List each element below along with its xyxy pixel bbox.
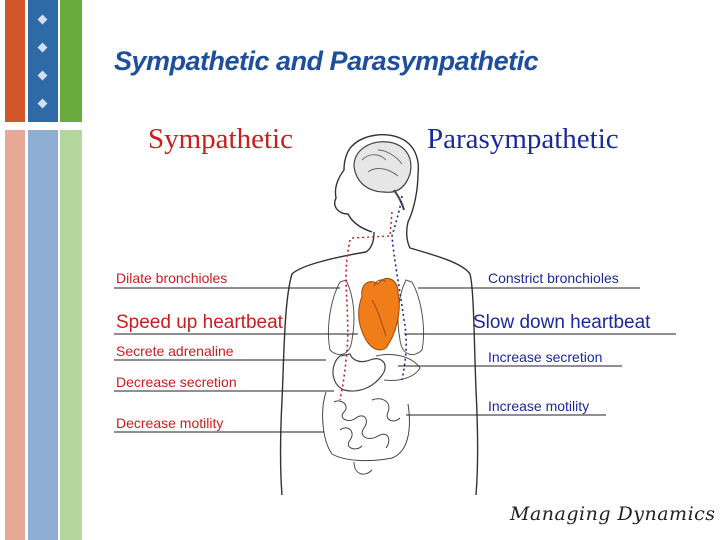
decor-stripe-orange [5,0,25,122]
slide-title: Sympathetic and Parasympathetic [114,46,539,76]
brand-logo-text: Managing Dynamics [510,503,716,525]
leader-lines [114,287,676,433]
heart-shape [358,277,400,351]
sympathetic-title: Sympathetic [148,123,293,155]
body-outline-left [279,231,375,496]
stomach [332,353,386,392]
label-constrict-bronchioles: Constrict bronchioles [488,270,619,286]
parasympathetic-title: Parasympathetic [427,123,619,155]
lung-left [327,279,355,356]
decor-stripe-green [60,0,82,122]
label-dilate-bronchioles: Dilate bronchioles [116,270,228,286]
decor-stripe-lightblue [28,130,58,540]
label-decrease-motility: Decrease motility [116,415,224,431]
brainstem [393,189,405,211]
label-slow-down-heartbeat: Slow down heartbeat [473,312,651,333]
intestines [322,391,410,475]
label-increase-motility: Increase motility [488,398,590,414]
parasympathetic-nerve-path [391,195,407,381]
body-outline [334,134,479,496]
label-secrete-adrenaline: Secrete adrenaline [116,343,234,359]
label-increase-secretion: Increase secretion [488,349,603,365]
decor-stripe-lightgreen [60,130,82,540]
lung-right [397,279,425,356]
label-speed-up-heartbeat: Speed up heartbeat [116,312,283,333]
brain-shape [353,141,412,193]
decor-stripe-pink [5,130,25,540]
label-decrease-secretion: Decrease secretion [116,374,237,390]
sympathetic-nerve-path [339,239,351,401]
